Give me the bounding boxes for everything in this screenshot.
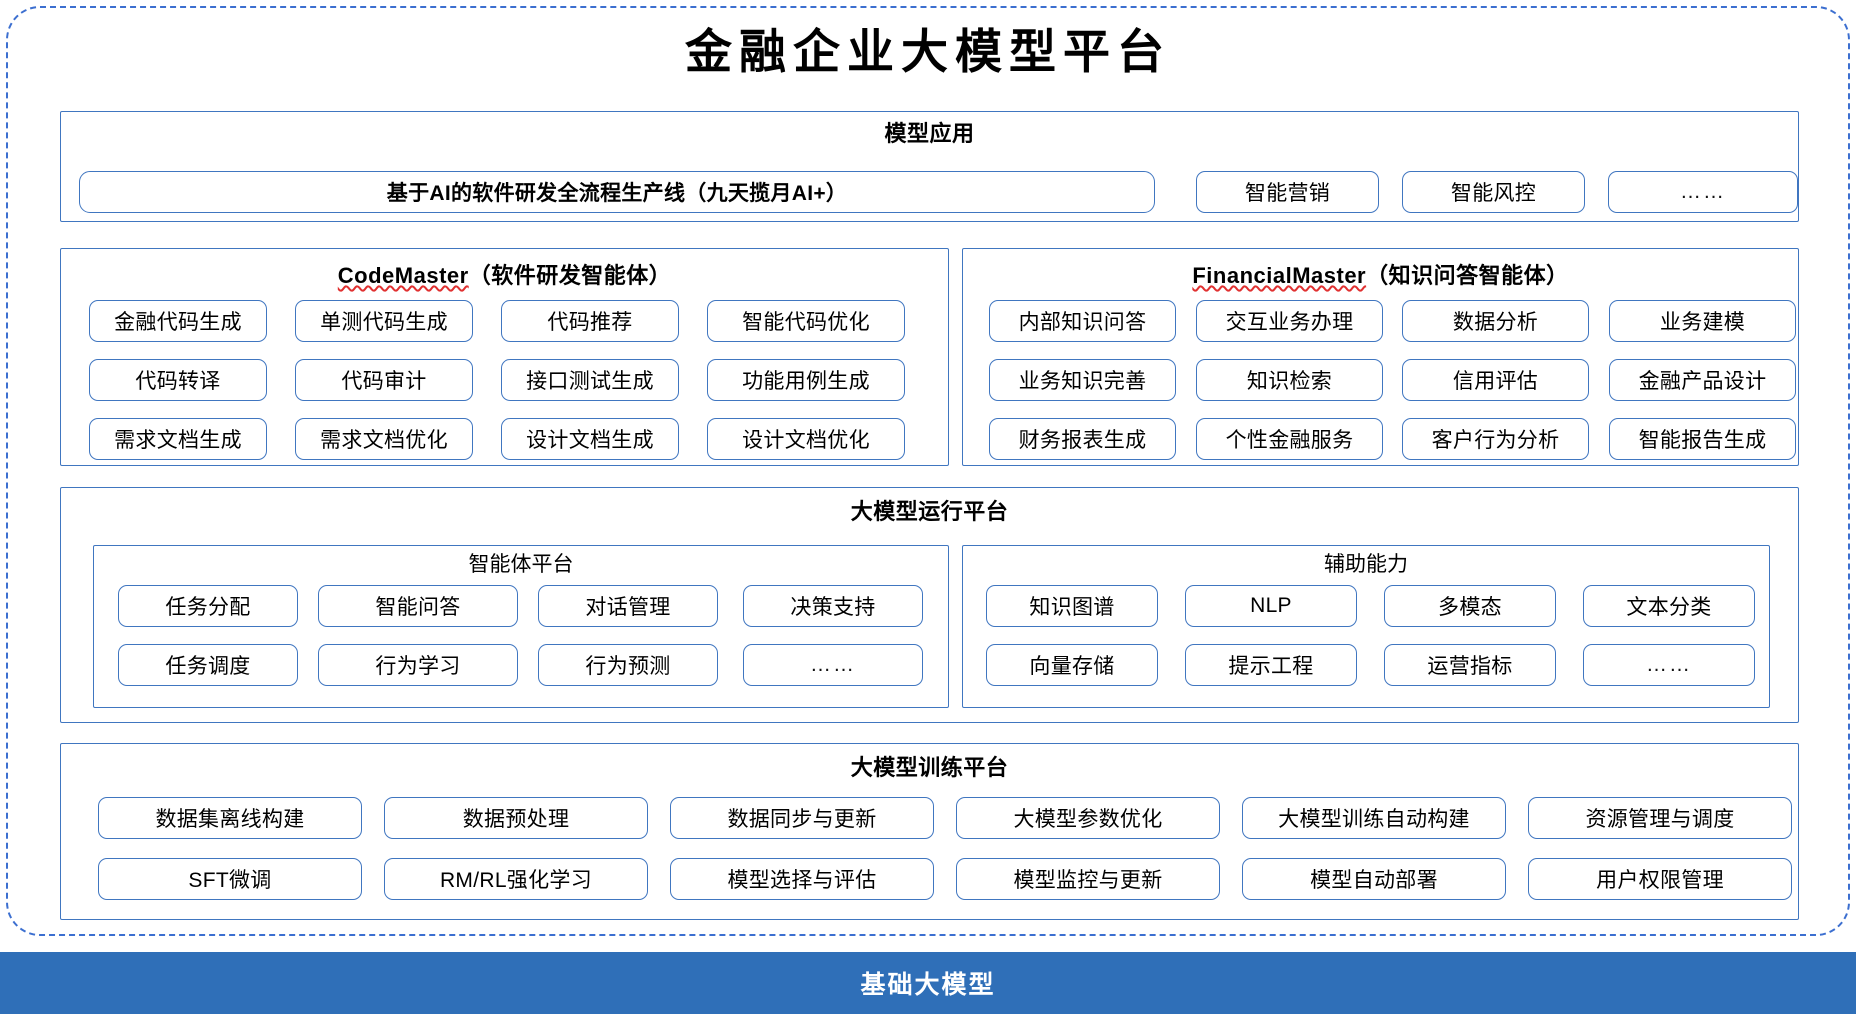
training-platform-item-6[interactable]: SFT微调 <box>98 858 362 900</box>
aux-capability-item-6[interactable]: 运营指标 <box>1384 644 1556 686</box>
financial-master-item-10[interactable]: 客户行为分析 <box>1402 418 1589 460</box>
training-platform-item-11[interactable]: 用户权限管理 <box>1528 858 1792 900</box>
agent-platform-item-2[interactable]: 对话管理 <box>538 585 718 627</box>
financial-master-suffix: （知识问答智能体） <box>1366 263 1569 288</box>
training-platform-item-5[interactable]: 资源管理与调度 <box>1528 797 1792 839</box>
financial-master-item-8[interactable]: 财务报表生成 <box>989 418 1176 460</box>
code-master-item-2[interactable]: 代码推荐 <box>501 300 679 342</box>
code-master-item-10[interactable]: 设计文档生成 <box>501 418 679 460</box>
agent-platform-title: 智能体平台 <box>468 553 574 576</box>
base-model-label: 基础大模型 <box>860 971 996 999</box>
financial-master-name: FinancialMaster <box>1192 263 1367 288</box>
training-platform-item-7[interactable]: RM/RL强化学习 <box>384 858 648 900</box>
page-title: 金融企业大模型平台 <box>685 27 1171 79</box>
training-platform-item-3[interactable]: 大模型参数优化 <box>956 797 1220 839</box>
aux-capability-item-5[interactable]: 提示工程 <box>1185 644 1357 686</box>
code-master-item-11[interactable]: 设计文档优化 <box>707 418 905 460</box>
model-application-item-0[interactable]: 智能营销 <box>1196 171 1379 213</box>
training-platform-item-4[interactable]: 大模型训练自动构建 <box>1242 797 1506 839</box>
training-platform-title: 大模型训练平台 <box>850 755 1009 780</box>
model-application-item-2[interactable]: …… <box>1608 171 1798 213</box>
training-platform-item-8[interactable]: 模型选择与评估 <box>670 858 934 900</box>
code-master-item-1[interactable]: 单测代码生成 <box>295 300 473 342</box>
financial-master-title: FinancialMaster（知识问答智能体） <box>962 265 1799 287</box>
financial-master-item-4[interactable]: 业务知识完善 <box>989 359 1176 401</box>
aux-capability-item-7[interactable]: …… <box>1583 644 1755 686</box>
aux-capability-title: 辅助能力 <box>1324 553 1408 576</box>
agent-platform-item-5[interactable]: 行为学习 <box>318 644 518 686</box>
runtime-platform-title: 大模型运行平台 <box>850 499 1009 524</box>
training-platform-item-9[interactable]: 模型监控与更新 <box>956 858 1220 900</box>
financial-master-item-2[interactable]: 数据分析 <box>1402 300 1589 342</box>
training-platform-item-2[interactable]: 数据同步与更新 <box>670 797 934 839</box>
financial-master-item-6[interactable]: 信用评估 <box>1402 359 1589 401</box>
code-master-item-0[interactable]: 金融代码生成 <box>89 300 267 342</box>
financial-master-item-0[interactable]: 内部知识问答 <box>989 300 1176 342</box>
code-master-item-7[interactable]: 功能用例生成 <box>707 359 905 401</box>
agent-platform-item-1[interactable]: 智能问答 <box>318 585 518 627</box>
training-platform-item-10[interactable]: 模型自动部署 <box>1242 858 1506 900</box>
model-application-banner[interactable]: 基于AI的软件研发全流程生产线（九天揽月AI+） <box>79 171 1155 213</box>
agent-platform-item-3[interactable]: 决策支持 <box>743 585 923 627</box>
financial-master-item-11[interactable]: 智能报告生成 <box>1609 418 1796 460</box>
training-platform-item-1[interactable]: 数据预处理 <box>384 797 648 839</box>
code-master-item-8[interactable]: 需求文档生成 <box>89 418 267 460</box>
financial-master-item-1[interactable]: 交互业务办理 <box>1196 300 1383 342</box>
code-master-item-6[interactable]: 接口测试生成 <box>501 359 679 401</box>
code-master-title: CodeMaster（软件研发智能体） <box>60 265 949 287</box>
code-master-item-9[interactable]: 需求文档优化 <box>295 418 473 460</box>
agent-platform-item-6[interactable]: 行为预测 <box>538 644 718 686</box>
financial-master-item-5[interactable]: 知识检索 <box>1196 359 1383 401</box>
model-application-item-1[interactable]: 智能风控 <box>1402 171 1585 213</box>
code-master-item-5[interactable]: 代码审计 <box>295 359 473 401</box>
aux-capability-item-2[interactable]: 多模态 <box>1384 585 1556 627</box>
code-master-suffix: （软件研发智能体） <box>468 263 672 288</box>
financial-master-item-9[interactable]: 个性金融服务 <box>1196 418 1383 460</box>
code-master-name: CodeMaster <box>337 263 469 288</box>
agent-platform-item-7[interactable]: …… <box>743 644 923 686</box>
financial-master-item-3[interactable]: 业务建模 <box>1609 300 1796 342</box>
aux-capability-item-4[interactable]: 向量存储 <box>986 644 1158 686</box>
model-application-title: 模型应用 <box>884 121 975 146</box>
code-master-item-3[interactable]: 智能代码优化 <box>707 300 905 342</box>
aux-capability-item-0[interactable]: 知识图谱 <box>986 585 1158 627</box>
base-model-bar: 基础大模型 <box>0 952 1856 1014</box>
agent-platform-item-0[interactable]: 任务分配 <box>118 585 298 627</box>
financial-master-item-7[interactable]: 金融产品设计 <box>1609 359 1796 401</box>
code-master-item-4[interactable]: 代码转译 <box>89 359 267 401</box>
agent-platform-item-4[interactable]: 任务调度 <box>118 644 298 686</box>
training-platform-item-0[interactable]: 数据集离线构建 <box>98 797 362 839</box>
aux-capability-item-3[interactable]: 文本分类 <box>1583 585 1755 627</box>
aux-capability-item-1[interactable]: NLP <box>1185 585 1357 627</box>
